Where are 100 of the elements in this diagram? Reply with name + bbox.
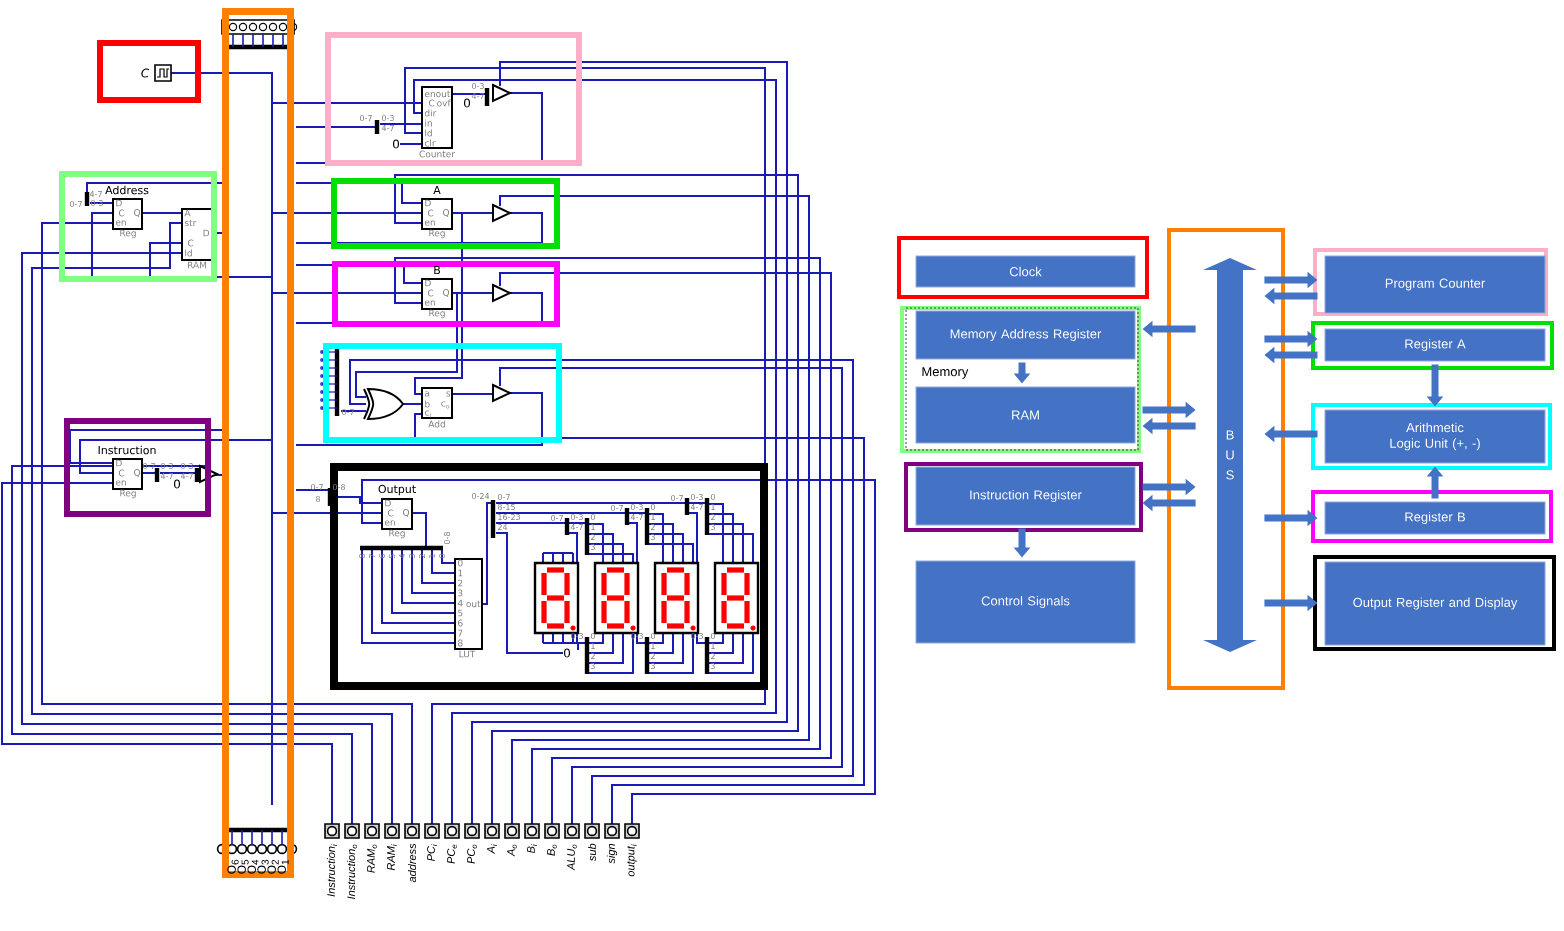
pin-label: ld: [185, 249, 192, 257]
component-label: Output: [378, 484, 416, 496]
splitter-label: 3: [651, 534, 655, 541]
process-box: Clock: [915, 255, 1136, 288]
splitter-label: 2: [711, 514, 715, 520]
splitter-label: 3: [591, 544, 595, 551]
constant-label: 0: [174, 479, 181, 489]
pin-label: C: [427, 209, 434, 217]
component-label: B: [434, 266, 440, 274]
signal-label: B$_{o}$: [547, 844, 557, 856]
pin-label: Q: [443, 209, 450, 217]
pin-label: in: [425, 119, 432, 127]
pin-label: c$_{o}$: [441, 401, 450, 409]
splitter-label: 2: [591, 653, 595, 659]
clock-label: C: [141, 68, 150, 78]
pin-label: en: [424, 300, 435, 306]
highlight-frame: [1311, 321, 1554, 370]
highlight-frame: [1313, 555, 1556, 651]
pin-label: 7: [458, 629, 463, 637]
pin-label: str: [184, 219, 197, 227]
splitter-label: 8-15: [497, 504, 515, 511]
splitter-label: 4-7: [690, 504, 703, 510]
signal-label: Instruction$_{i}$: [326, 844, 338, 897]
pin-label: b: [425, 400, 430, 408]
pin-label: ovf: [437, 99, 451, 107]
highlight-frame: [1313, 248, 1548, 316]
pin-label: Q: [134, 209, 141, 217]
highlight-frame: [904, 462, 1143, 532]
signal-label: sign: [606, 843, 618, 864]
splitter-label: 0: [650, 633, 655, 640]
pin-label: A: [184, 209, 191, 217]
pin-label: Q: [134, 469, 141, 477]
splitter-label: 7: [369, 554, 375, 558]
component-type-label: Reg: [429, 229, 445, 239]
pin-label: C: [187, 239, 194, 247]
splitter-label: 0-7: [551, 515, 563, 522]
highlight-frame: [1311, 490, 1553, 543]
splitter-label: 0-3: [472, 83, 484, 90]
signal-label: A$_{o}$: [507, 844, 517, 857]
splitter-label: 8: [359, 554, 366, 558]
splitter-label: 0-7: [143, 463, 155, 470]
pin-label: clr: [424, 139, 436, 147]
pin-label: 3: [458, 589, 463, 597]
splitter-label: 4-7: [630, 514, 643, 520]
splitter-label: 1: [591, 524, 595, 530]
signal-label: B$_{i}$: [527, 844, 537, 854]
splitter-label: 1: [651, 514, 655, 520]
component-type-label: Counter: [419, 150, 455, 158]
component-label: Instruction: [98, 445, 156, 455]
splitter-label: 4-7: [381, 125, 394, 131]
pin-label: 4: [457, 599, 463, 607]
splitter-label: 0-7: [342, 409, 354, 416]
pin-label: C: [387, 509, 394, 517]
pin-label: s: [446, 391, 451, 397]
pin-label: D: [116, 199, 122, 207]
signal-label: address: [407, 843, 417, 883]
component-type-label: Reg: [429, 309, 445, 319]
signal-label: output$_{i}$: [627, 844, 637, 877]
component-type-label: RAM: [188, 261, 207, 269]
splitter-label: 0-3: [690, 494, 703, 501]
splitter-label: 6: [379, 553, 386, 558]
process-box: Control Signals: [915, 560, 1136, 644]
splitter-label: 0: [439, 554, 446, 558]
splitter-label: 0: [590, 633, 595, 640]
highlight-frame: [897, 236, 1149, 299]
splitter-label: 0-7: [611, 505, 623, 512]
signal-label: RAM$_{o}$: [367, 844, 377, 873]
signal-label: sub: [587, 843, 597, 862]
process-box: Program Counter: [1324, 255, 1546, 314]
process-box: Output Register and Display: [1324, 561, 1546, 646]
component-label: Address: [105, 185, 149, 195]
splitter-label: 0-3: [382, 115, 394, 122]
splitter-label: 2: [651, 524, 655, 530]
splitter-label: 2: [419, 554, 425, 558]
splitter-label: 3: [711, 663, 715, 670]
splitter-label: 1: [591, 643, 595, 649]
component-type-label: LUT: [459, 650, 476, 658]
splitter-label: 0: [710, 633, 715, 640]
splitter-label: 1: [651, 643, 655, 649]
pin-label: 0: [458, 559, 463, 567]
pin-label: en: [424, 220, 435, 226]
component-type-label: Reg: [389, 529, 405, 539]
process-box: RAM: [915, 386, 1136, 444]
splitter-label: 0-24: [472, 493, 490, 500]
splitter-label: 1: [711, 643, 715, 649]
signal-label: PC$_{o}$: [467, 844, 477, 864]
constant-label: 0: [464, 98, 471, 108]
pin-label: enout: [424, 90, 451, 98]
pin-label: a: [424, 391, 430, 397]
splitter-label: 16-23: [498, 514, 520, 521]
pin-label: 2: [458, 579, 463, 587]
pin-label: c$_{i}$: [424, 410, 431, 418]
pin-label: C: [427, 289, 434, 297]
splitter-label: 3: [651, 663, 655, 670]
pin-label: 8: [458, 639, 463, 647]
pin-label: D: [385, 499, 391, 507]
splitter-label: 3: [711, 524, 715, 531]
splitter-label: 2: [591, 534, 595, 540]
signal-label: RAM$_{i}$: [387, 844, 397, 871]
pin-label: C: [118, 209, 125, 217]
